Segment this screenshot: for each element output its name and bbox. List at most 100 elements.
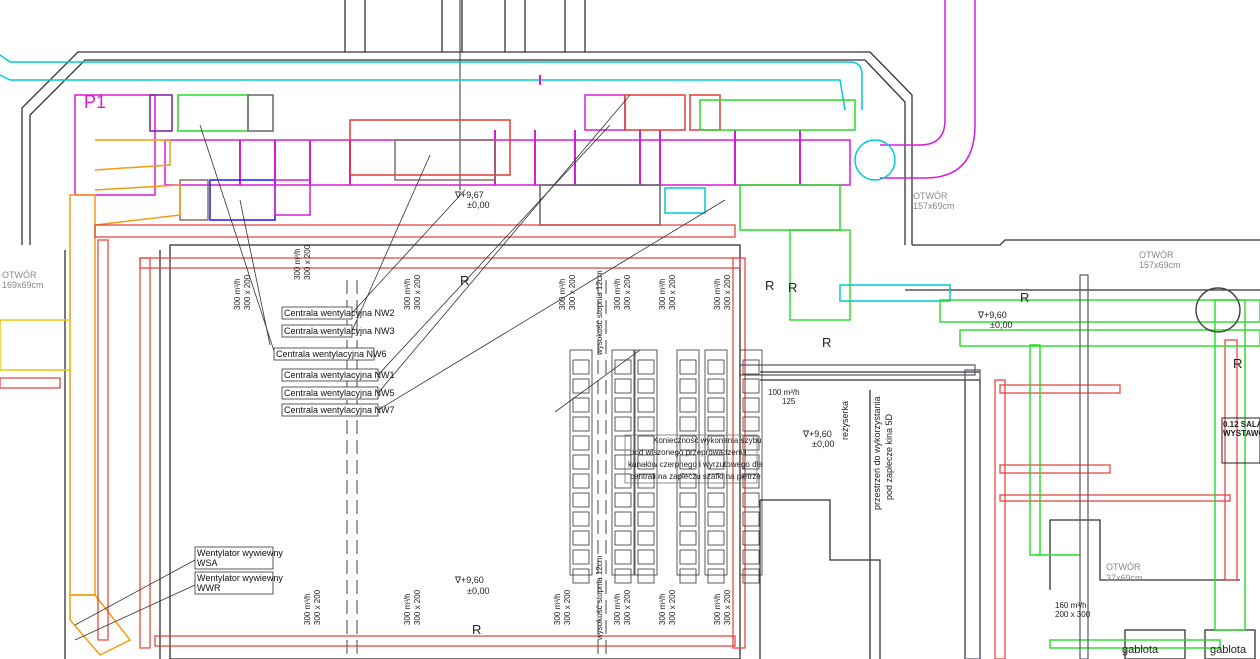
seat — [572, 473, 590, 489]
seat — [614, 530, 632, 546]
green-ducts — [789, 229, 1260, 649]
seat — [679, 454, 697, 470]
seat — [742, 473, 760, 489]
svg-text:300 x 200: 300 x 200 — [303, 244, 312, 280]
svg-text:R: R — [822, 335, 831, 350]
seat — [707, 378, 725, 394]
svg-text:300 x 200: 300 x 200 — [568, 274, 577, 310]
seat — [742, 511, 760, 527]
seat — [707, 549, 725, 565]
seat — [637, 454, 655, 470]
svg-text:Konieczność wykonania szybu: Konieczność wykonania szybu — [653, 436, 762, 445]
showcase-label: gablota — [1122, 644, 1159, 656]
seat — [742, 492, 760, 508]
seat — [614, 454, 632, 470]
svg-text:Centrala wentylacyjna NW7: Centrala wentylacyjna NW7 — [284, 405, 395, 415]
svg-text:∇+9,67: ∇+9,67 — [454, 190, 484, 200]
seat — [572, 492, 590, 508]
seat — [614, 492, 632, 508]
svg-text:WYSTAWOWA: WYSTAWOWA — [1223, 429, 1260, 438]
seat — [679, 492, 697, 508]
seat — [679, 473, 697, 489]
svg-text:R: R — [460, 273, 469, 288]
step-height-label: wysokość stopnia 12cm — [595, 555, 604, 641]
elevation-mark: ∇+9,67±0,00 — [454, 190, 489, 210]
seat — [637, 416, 655, 432]
shaft-note: Konieczność wykonania szybu pod wiszoneg… — [624, 434, 763, 484]
seat-column — [676, 349, 700, 584]
seat — [614, 511, 632, 527]
svg-text:300 x 200: 300 x 200 — [413, 589, 422, 625]
svg-text:Centrala wentylacyjna NW5: Centrala wentylacyjna NW5 — [284, 388, 395, 398]
seat — [679, 549, 697, 565]
svg-text:300 x 200: 300 x 200 — [668, 274, 677, 310]
seat — [572, 568, 590, 584]
seat — [742, 397, 760, 413]
svg-text:Wentylator wywiewny: Wentylator wywiewny — [197, 548, 283, 558]
svg-text:200 x 300: 200 x 300 — [1055, 610, 1091, 619]
svg-text:Wentylator wywiewny: Wentylator wywiewny — [197, 573, 283, 583]
ahu-label-nw5: Centrala wentylacyjna NW5 — [281, 386, 395, 400]
svg-text:300 x 200: 300 x 200 — [243, 274, 252, 310]
seat — [707, 416, 725, 432]
svg-text:OTWÓR: OTWÓR — [1139, 250, 1174, 260]
svg-text:∇+9,60: ∇+9,60 — [977, 310, 1007, 320]
svg-text:300 m³/h: 300 m³/h — [303, 593, 312, 625]
seat — [742, 435, 760, 451]
seat — [614, 397, 632, 413]
seat — [742, 549, 760, 565]
seat — [742, 568, 760, 584]
seat — [707, 435, 725, 451]
svg-text:300 m³/h: 300 m³/h — [403, 278, 412, 310]
svg-text:300 x 200: 300 x 200 — [623, 589, 632, 625]
svg-text:300 m³/h: 300 m³/h — [553, 593, 562, 625]
seat — [637, 435, 655, 451]
svg-text:R: R — [765, 278, 774, 293]
axis-lines — [346, 280, 607, 659]
svg-text:300 m³/h: 300 m³/h — [233, 278, 242, 310]
seat — [637, 359, 655, 375]
seat — [637, 492, 655, 508]
svg-text:300 m³/h: 300 m³/h — [558, 278, 567, 310]
seat — [637, 378, 655, 394]
svg-text:±0,00: ±0,00 — [990, 320, 1012, 330]
svg-text:kanałów czerpnego i wyrzutoweg: kanałów czerpnego i wyrzutowego dla — [628, 460, 763, 469]
svg-text:100 m³/h: 100 m³/h — [768, 388, 800, 397]
seat — [637, 473, 655, 489]
svg-text:R: R — [1233, 356, 1242, 371]
svg-text:WWR: WWR — [197, 583, 221, 593]
svg-text:OTWÓR: OTWÓR — [1106, 562, 1141, 572]
seat-column — [739, 349, 763, 584]
svg-text:Centrala wentylacyjna NW3: Centrala wentylacyjna NW3 — [284, 326, 395, 336]
seat — [679, 568, 697, 584]
svg-text:±0,00: ±0,00 — [467, 586, 489, 596]
svg-text:∇+9,60: ∇+9,60 — [454, 575, 484, 585]
seat — [614, 359, 632, 375]
seat — [614, 473, 632, 489]
svg-text:125: 125 — [782, 397, 796, 406]
seat-column — [611, 349, 635, 584]
elevation-mark: ∇+9,60±0,00 — [802, 429, 834, 449]
svg-text:157x69cm: 157x69cm — [913, 201, 955, 211]
ahu-label-nw1: Centrala wentylacyjna NW1 — [281, 368, 395, 382]
svg-text:300 m³/h: 300 m³/h — [293, 248, 302, 280]
svg-text:157x69cm: 157x69cm — [1139, 260, 1181, 270]
seat — [614, 568, 632, 584]
seat — [572, 549, 590, 565]
space-note: przestrzeń do wykorzystania pod zaplecze… — [872, 396, 894, 510]
svg-text:R: R — [472, 622, 481, 637]
seat — [572, 378, 590, 394]
svg-text:R: R — [1020, 290, 1029, 305]
svg-text:Centrala wentylacyjna NW6: Centrala wentylacyjna NW6 — [276, 349, 387, 359]
seat — [614, 378, 632, 394]
